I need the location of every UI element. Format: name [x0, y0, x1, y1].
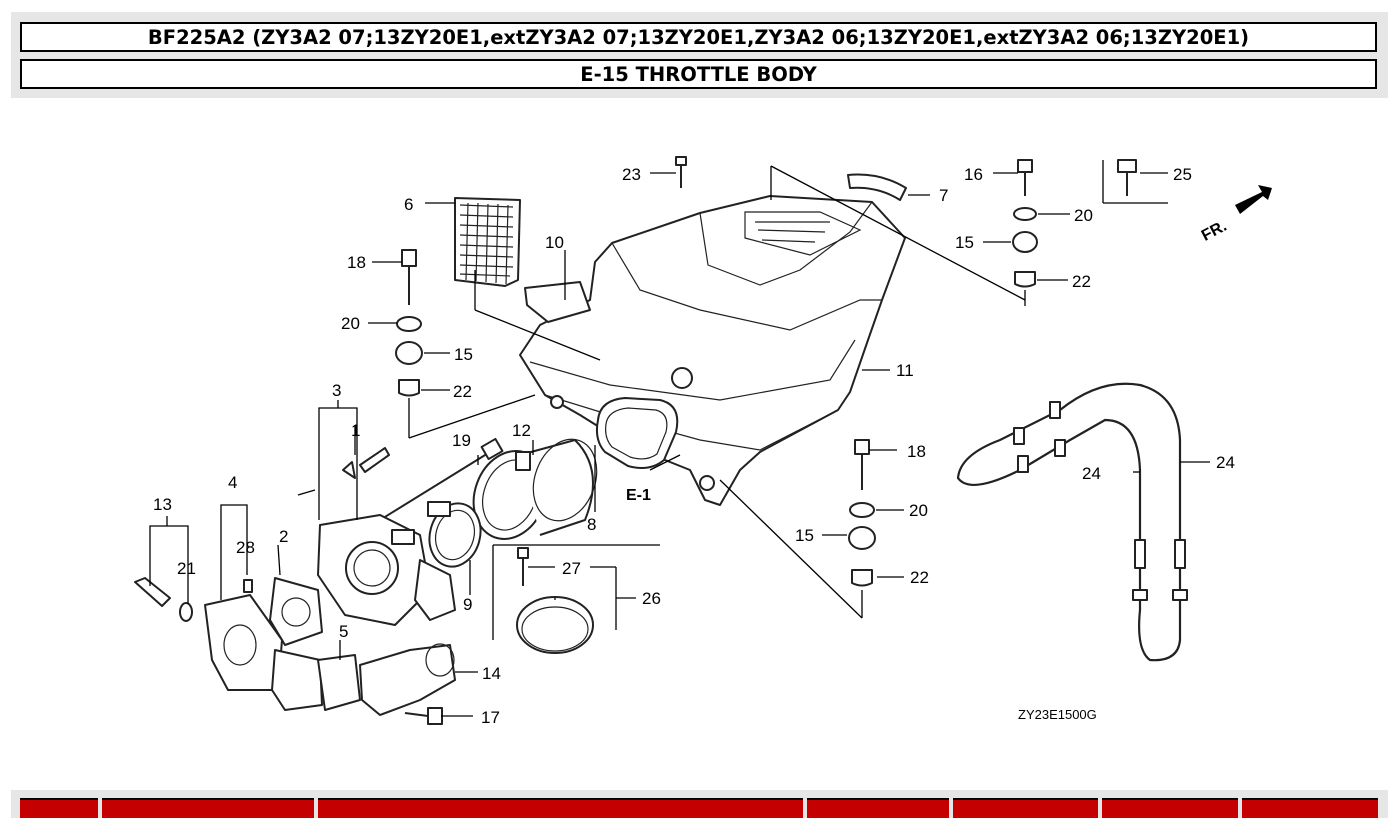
throttle-cables: [956, 382, 1188, 662]
tube-part: [847, 173, 907, 201]
callout-20-left: 20: [341, 314, 360, 333]
callout-20-center: 20: [909, 501, 928, 520]
callout-16: 16: [964, 165, 983, 184]
callout-20-right: 20: [1074, 206, 1093, 225]
bolt-17: [404, 707, 443, 725]
callout-1: 1: [351, 421, 360, 440]
callout-22-right: 22: [1072, 272, 1091, 291]
bolt-19: [379, 437, 504, 521]
band-clamp: [516, 596, 594, 654]
callout-12: 12: [512, 421, 531, 440]
drawing-code: ZY23E1500G: [1018, 707, 1097, 722]
table-col-2[interactable]: [102, 798, 314, 818]
table-col-6[interactable]: [1102, 798, 1238, 818]
gasket-5b: [317, 654, 361, 711]
parts-diagram: 23 6 7 10 18 20 15 22 11 16 20 15 22 25 …: [134, 156, 1272, 727]
intake-silencer: [519, 195, 906, 506]
callout-21: 21: [177, 559, 196, 578]
callout-23: 23: [622, 165, 641, 184]
callout-28: 28: [236, 538, 255, 557]
throttle-body: [317, 514, 456, 626]
intake-joint: [472, 438, 598, 540]
callout-27: 27: [562, 559, 581, 578]
dowel-pins: [342, 447, 390, 479]
callout-14: 14: [482, 664, 501, 683]
bolt-23: [675, 156, 687, 188]
callout-9: 9: [463, 595, 472, 614]
mount-stack-center: [848, 439, 876, 587]
hose-clamp-9: [427, 501, 482, 568]
filter-screen: [454, 197, 521, 287]
model-title: BF225A2 (ZY3A2 07;13ZY20E1,extZY3A2 07;1…: [20, 22, 1377, 52]
table-col-1[interactable]: [20, 798, 98, 818]
section-title: E-15 THROTTLE BODY: [20, 59, 1377, 89]
callout-17: 17: [481, 708, 500, 727]
callout-3: 3: [332, 381, 341, 400]
table-col-5[interactable]: [953, 798, 1098, 818]
callout-lines: [149, 160, 1210, 717]
bolt-25: [1117, 159, 1137, 196]
temperature-sensor: [134, 577, 193, 622]
callout-22-center: 22: [910, 568, 929, 587]
callout-19: 19: [452, 431, 471, 450]
callout-15-right: 15: [955, 233, 974, 252]
gasket-5a: [271, 649, 323, 711]
bolt-27: [517, 547, 529, 586]
callout-labels: 23 6 7 10 18 20 15 22 11 16 20 15 22 25 …: [153, 165, 1235, 727]
callout-25: 25: [1173, 165, 1192, 184]
header-area: BF225A2 (ZY3A2 07;13ZY20E1,extZY3A2 07;1…: [11, 12, 1388, 98]
callout-22-left: 22: [453, 382, 472, 401]
iac-valve: [359, 643, 456, 716]
gasket-2: [269, 577, 323, 646]
callout-24-left: 24: [1082, 464, 1101, 483]
callout-10: 10: [545, 233, 564, 252]
callout-18-left: 18: [347, 253, 366, 272]
callout-6: 6: [404, 195, 413, 214]
callout-4: 4: [228, 473, 237, 492]
table-col-4[interactable]: [807, 798, 949, 818]
table-col-7[interactable]: [1242, 798, 1378, 818]
callout-7: 7: [939, 186, 948, 205]
callout-15-left: 15: [454, 345, 473, 364]
callout-18-center: 18: [907, 442, 926, 461]
pin-28: [243, 579, 253, 593]
callout-26: 26: [642, 589, 661, 608]
callout-5: 5: [339, 622, 348, 641]
callout-11: 11: [896, 361, 914, 380]
reference-mark: E-1: [626, 487, 651, 504]
callout-24-right: 24: [1216, 453, 1235, 472]
mount-stack-left: [395, 249, 423, 397]
parts-table-header: [11, 790, 1388, 818]
front-direction-arrow: [1235, 185, 1272, 214]
callout-2: 2: [279, 527, 288, 546]
table-col-3[interactable]: [318, 798, 803, 818]
callout-8: 8: [587, 515, 596, 534]
mount-stack-right: [1012, 159, 1038, 288]
callout-13: 13: [153, 495, 172, 514]
callout-15-center: 15: [795, 526, 814, 545]
front-direction-label: FR.: [1199, 218, 1230, 245]
